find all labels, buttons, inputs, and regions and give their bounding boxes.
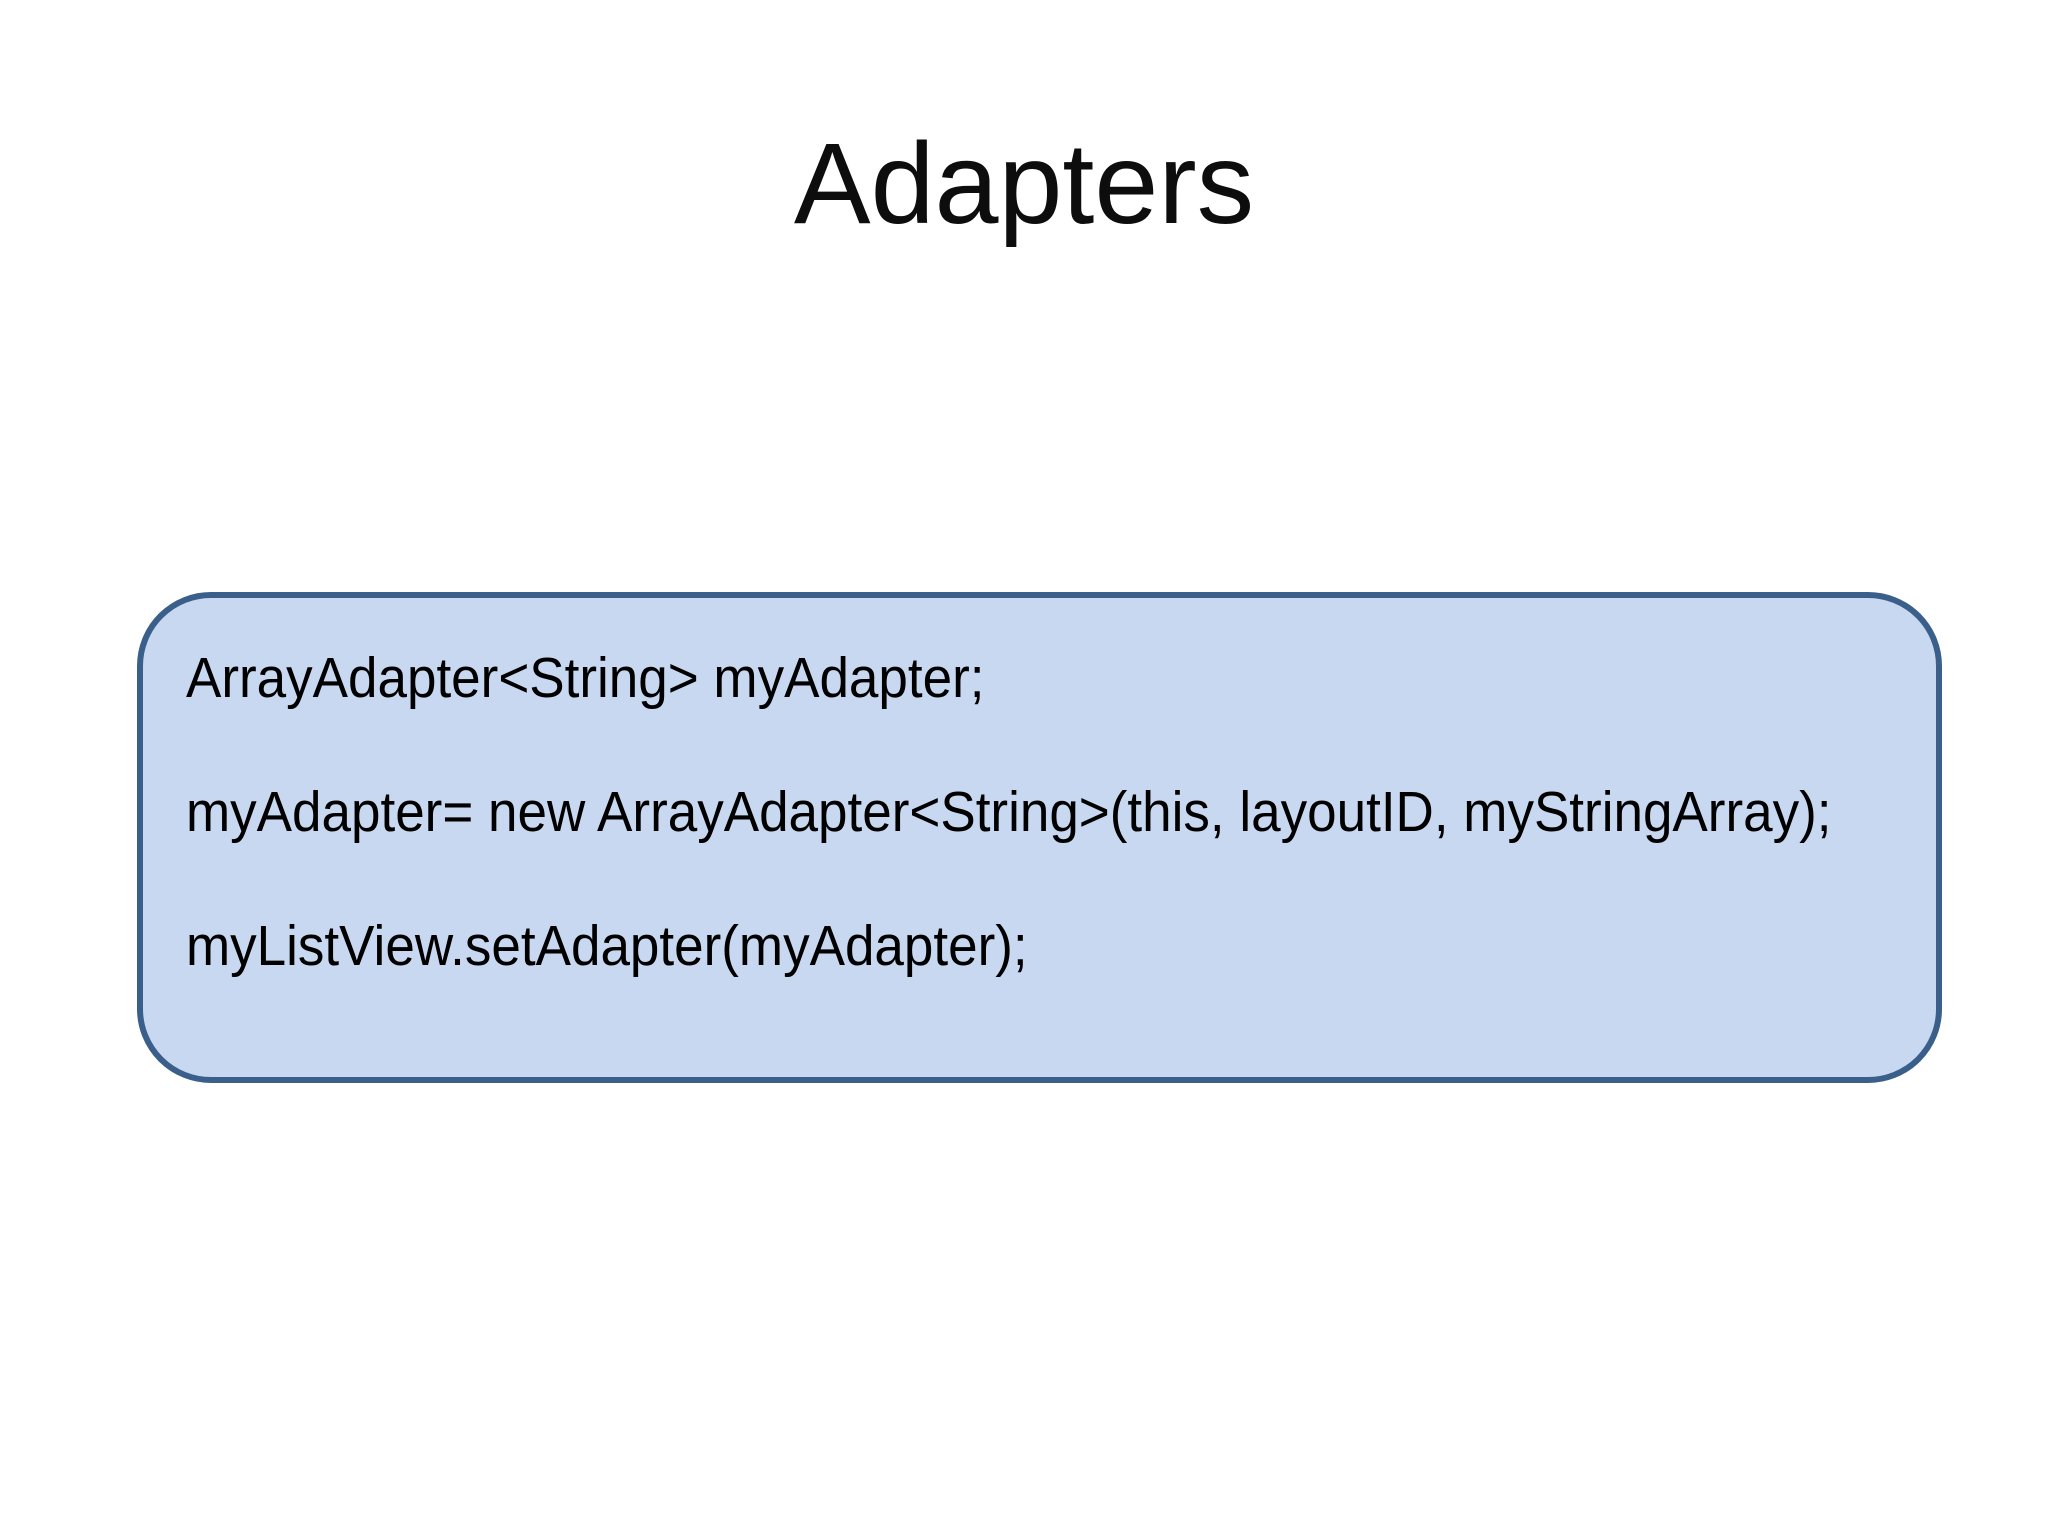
code-box: ArrayAdapter<String> myAdapter; myAdapte…: [137, 592, 1942, 1083]
code-line-set-adapter: myListView.setAdapter(myAdapter);: [186, 914, 1028, 978]
code-line-declaration: ArrayAdapter<String> myAdapter;: [186, 646, 985, 710]
slide-title: Adapters: [793, 120, 1255, 248]
code-line-instantiation: myAdapter= new ArrayAdapter<String>(this…: [186, 780, 1832, 844]
